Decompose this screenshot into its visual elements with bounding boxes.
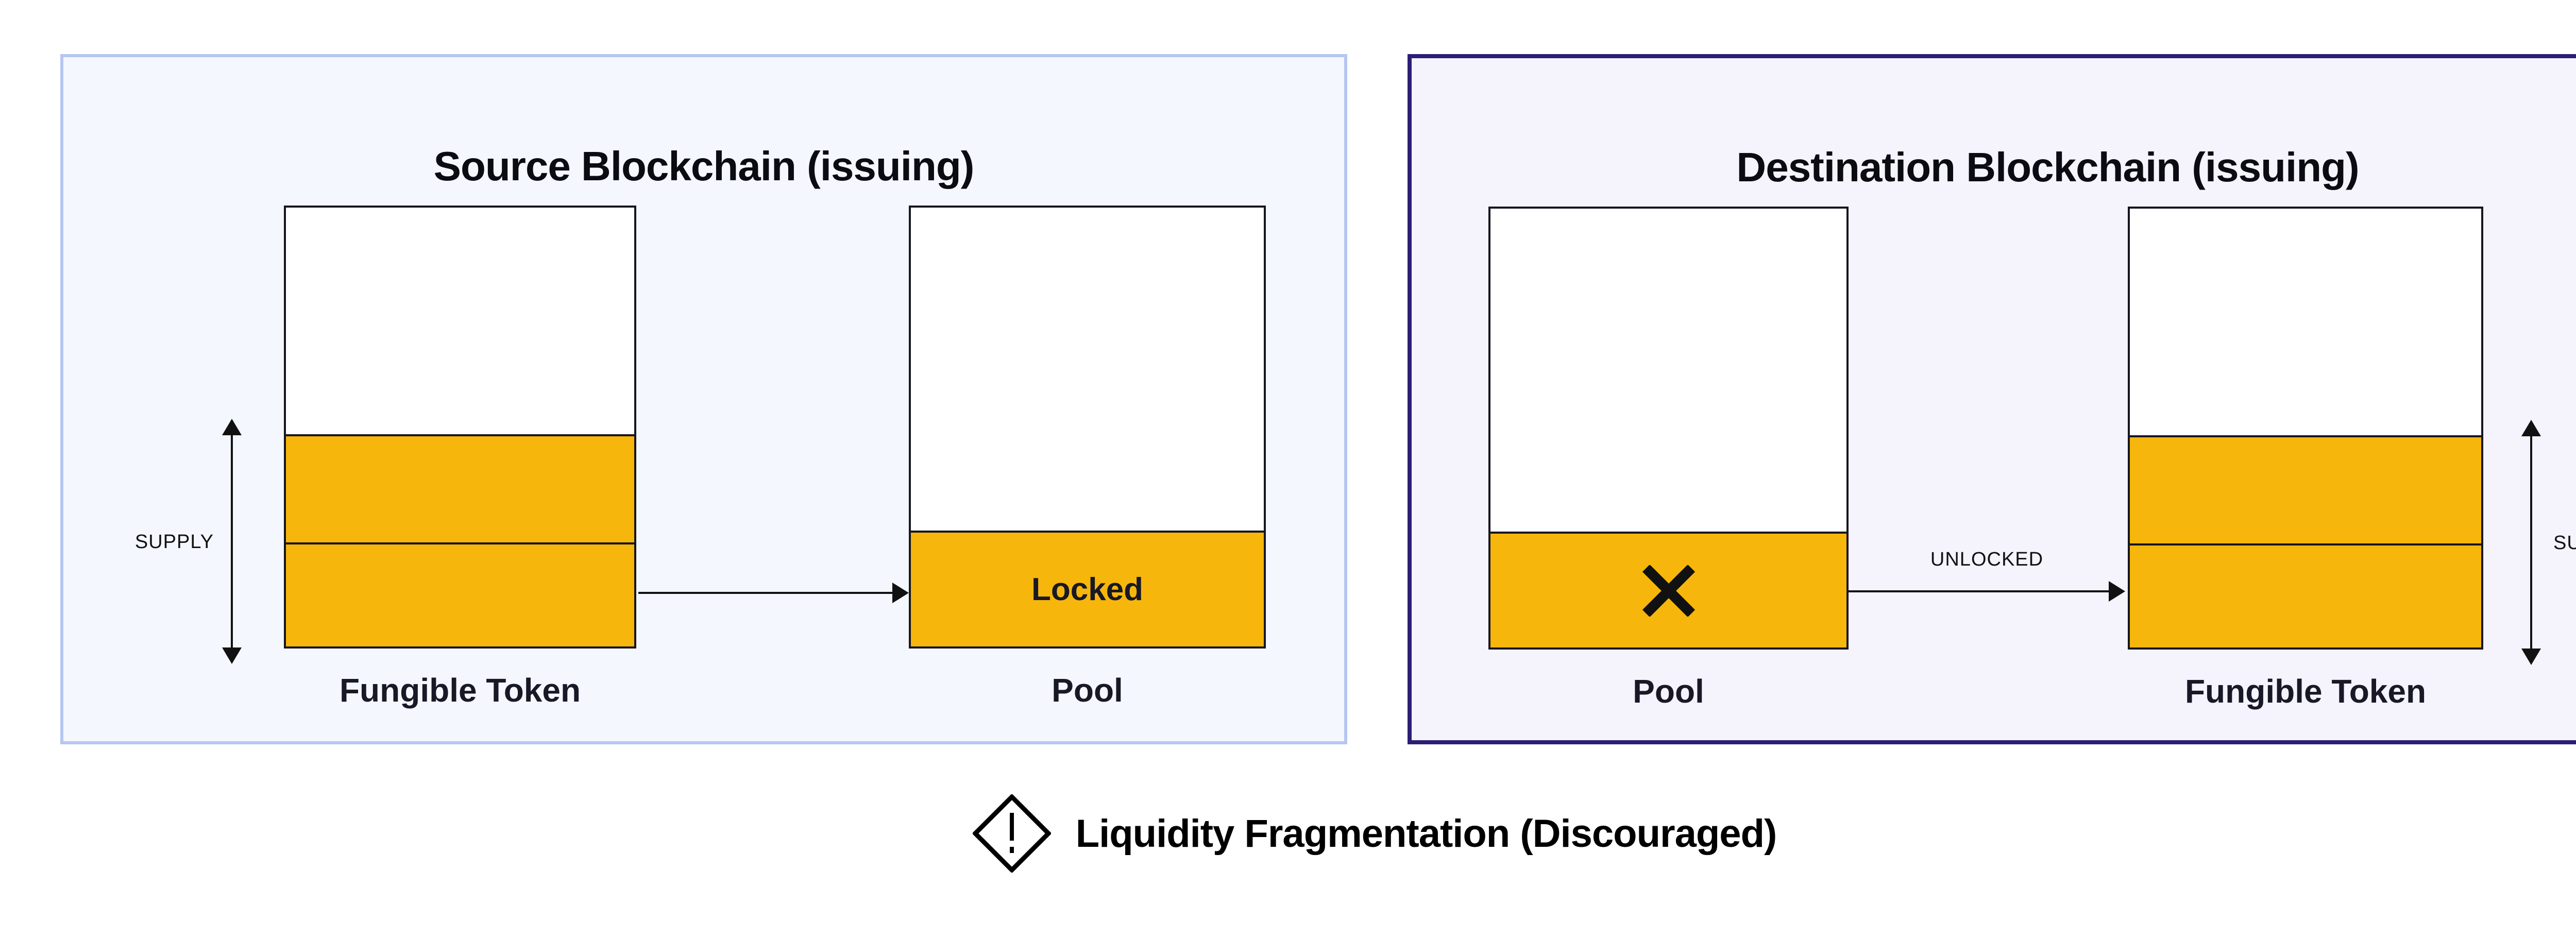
- source-pool-locked-section: Locked: [911, 531, 1264, 646]
- destination-token-empty-section: [2130, 209, 2481, 435]
- arrow-right-head-icon: [892, 583, 909, 603]
- caption-row: Liquidity Fragmentation (Discouraged): [0, 737, 2576, 930]
- x-mark-icon: [1642, 565, 1695, 617]
- source-fungible-token-label: Fungible Token: [339, 672, 581, 709]
- source-lock-transfer-arrow-icon: [638, 583, 909, 603]
- source-supply-label: SUPPLY: [134, 531, 214, 553]
- warning-diamond-exclamation-icon: [972, 794, 1051, 873]
- destination-pool-unlocked-section: [1490, 532, 1846, 647]
- destination-fungible-token-bar: [2128, 207, 2483, 650]
- destination-token-supply-section-top: [2130, 435, 2481, 543]
- arrow-up-head-icon: [222, 419, 242, 435]
- source-panel-title: Source Blockchain (issuing): [433, 143, 975, 190]
- destination-supply-label: SUPPLY: [2553, 532, 2576, 554]
- destination-pool-empty-section: [1490, 209, 1846, 532]
- source-token-supply-section-top: [286, 434, 634, 542]
- source-token-empty-section: [286, 208, 634, 434]
- source-fungible-token-bar: [284, 206, 636, 649]
- destination-pool-label: Pool: [1633, 673, 1704, 710]
- source-pool-empty-section: [911, 208, 1264, 531]
- destination-panel-title: Destination Blockchain (issuing): [1736, 144, 2359, 191]
- arrow-down-head-icon: [2521, 649, 2541, 665]
- arrow-right-head-icon: [2109, 581, 2125, 602]
- arrow-up-head-icon: [2521, 420, 2541, 436]
- destination-fungible-token-label: Fungible Token: [2184, 673, 2427, 710]
- arrow-down-head-icon: [222, 647, 242, 664]
- caption-text: Liquidity Fragmentation (Discouraged): [1075, 811, 1777, 856]
- unlocked-label: UNLOCKED: [1930, 549, 2044, 570]
- source-supply-range-arrow-icon: [222, 419, 242, 664]
- source-pool-label: Pool: [1052, 672, 1123, 709]
- source-pool-bar: Locked: [909, 206, 1266, 649]
- destination-supply-range-arrow-icon: [2521, 420, 2541, 665]
- source-blockchain-panel: Source Blockchain (issuing) SUPPLY Fungi…: [60, 54, 1347, 744]
- destination-blockchain-panel: Destination Blockchain (issuing) Pool UN…: [1408, 54, 2576, 744]
- destination-pool-bar: [1488, 207, 1849, 650]
- locked-label: Locked: [1031, 572, 1144, 607]
- destination-token-supply-section-bottom: [2130, 543, 2481, 647]
- source-token-supply-section-bottom: [286, 542, 634, 646]
- destination-unlock-transfer-arrow-icon: [1849, 581, 2125, 602]
